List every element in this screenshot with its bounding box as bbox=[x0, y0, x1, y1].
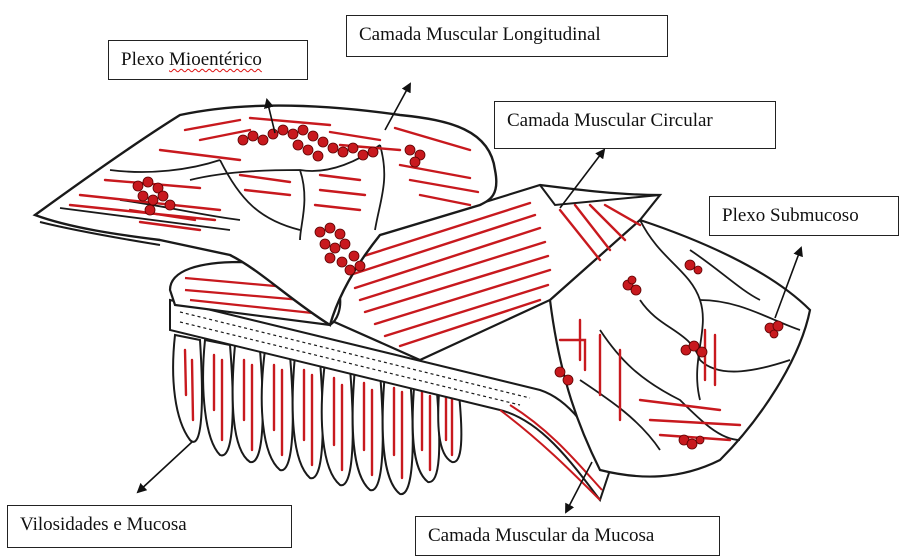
label-circular-text: Camada Muscular Circular bbox=[507, 110, 713, 131]
label-vilosidades-text: Vilosidades e Mucosa bbox=[20, 514, 187, 535]
label-circular: Camada Muscular Circular bbox=[494, 101, 776, 149]
label-submucoso: Plexo Submucoso bbox=[709, 196, 899, 236]
label-longitudinal-text: Camada Muscular Longitudinal bbox=[359, 24, 601, 45]
label-submucoso-text: Plexo Submucoso bbox=[722, 205, 859, 226]
label-muscular-mucosa: Camada Muscular da Mucosa bbox=[415, 516, 720, 556]
label-vilosidades: Vilosidades e Mucosa bbox=[7, 505, 292, 548]
label-plexo-mioenterico: Plexo Mioentérico bbox=[108, 40, 308, 80]
arrow-vilosidades bbox=[138, 442, 192, 492]
label-muscular-mucosa-text: Camada Muscular da Mucosa bbox=[428, 525, 654, 546]
label-longitudinal: Camada Muscular Longitudinal bbox=[346, 15, 668, 57]
label-plexo-prefix: Plexo bbox=[121, 49, 169, 70]
label-plexo-spellchecked-word: Mioentérico bbox=[169, 49, 262, 70]
